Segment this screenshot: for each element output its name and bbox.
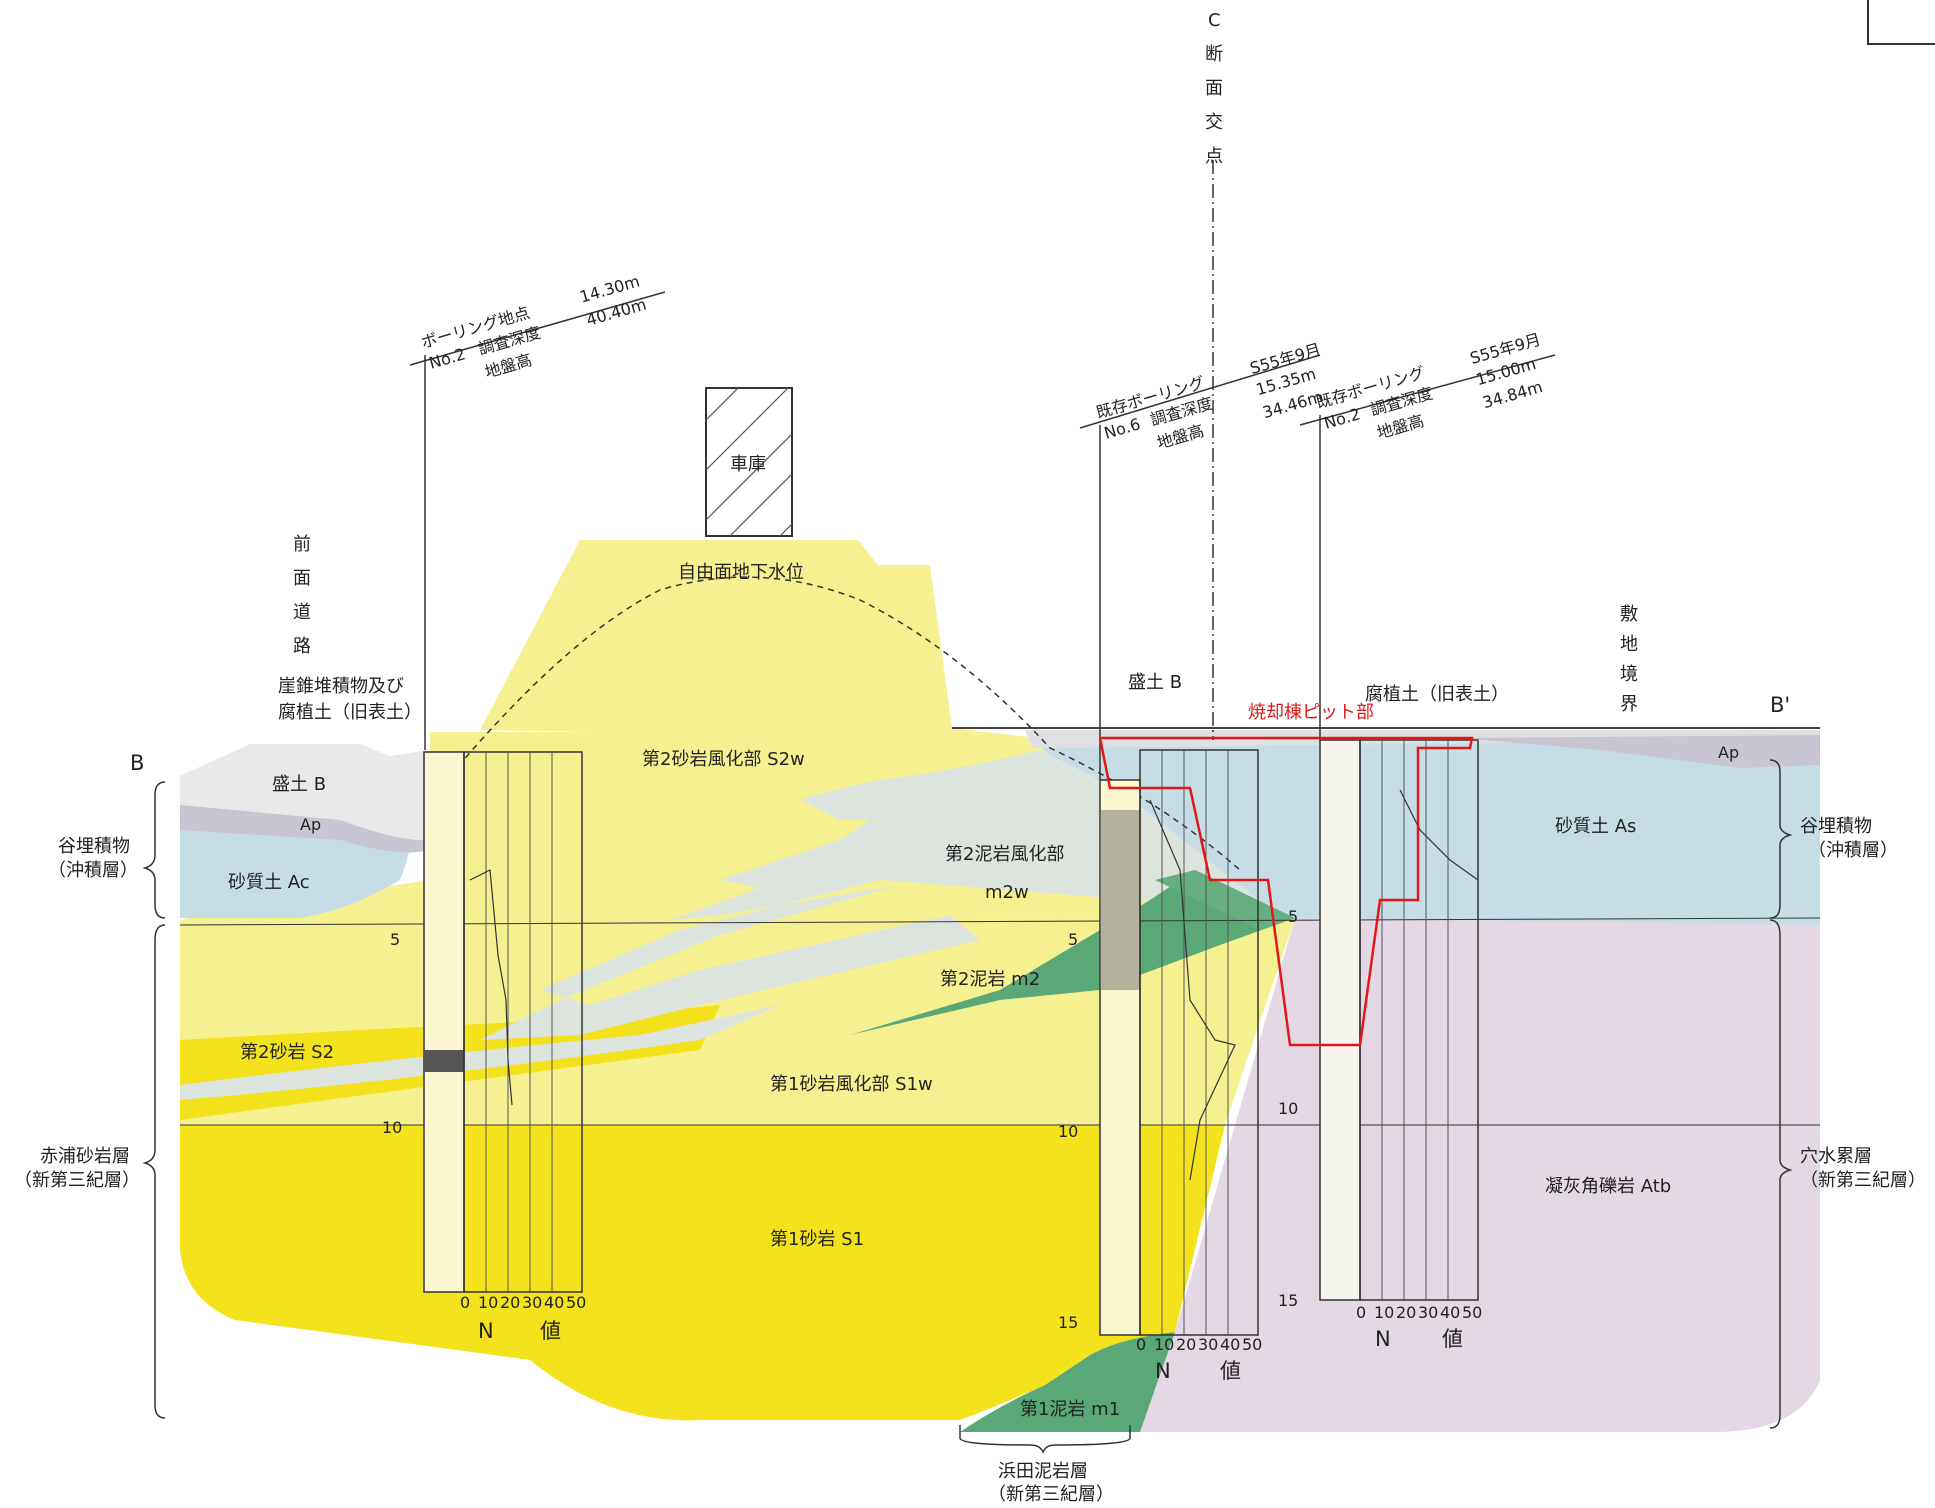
n-tick-1-0: 0 [460,1293,470,1312]
m2w-weathered-tongue [480,750,1265,1040]
n-tick-3-1: 10 [1374,1303,1394,1322]
n-tick-2-4: 40 [1220,1335,1240,1354]
n-value-label-3: 値 [1442,1327,1463,1351]
fill-left-label: 盛土 B [272,774,326,795]
site-boundary-0: 敷 [1620,604,1638,625]
left-upper-bracket-1: 谷埋積物 [58,836,130,857]
n-tick-3-0: 0 [1356,1303,1366,1322]
hill-mound [480,540,1055,740]
s2-label: 第2砂岩 S2 [240,1042,334,1063]
depth-tick-3-15: 15 [1278,1291,1298,1310]
garage-label: 車庫 [730,454,766,475]
m2-label: 第2泥岩 m2 [940,969,1040,990]
depth-tick-3-10: 10 [1278,1099,1298,1118]
m2-mudstone-upper [1155,870,1295,930]
s1-label: 第1砂岩 S1 [770,1229,864,1250]
n-tick-1-2: 20 [500,1293,520,1312]
n-label-3: N [1375,1327,1391,1351]
sandy-soil-right-label: 砂質土 As [1555,816,1636,837]
front-road-2: 道 [293,602,311,623]
c-section-char-2: 面 [1205,78,1223,99]
n-tick-2-5: 50 [1242,1335,1262,1354]
incinerator-pit-outline [1098,736,1474,1047]
depth-tick-1-5: 5 [390,930,400,949]
n-tick-1-3: 30 [522,1293,542,1312]
ap-left-label: Ap [300,815,321,834]
grey-lens-lower [180,1005,780,1100]
ap-right-band [1460,735,1820,768]
boring-1-column [423,751,465,1293]
s2w-label: 第2砂岩風化部 S2w [642,749,805,770]
n-tick-3-3: 30 [1418,1303,1438,1322]
right-lower-bracket-1: 穴水累層 [1800,1146,1872,1167]
marker-b-left: B [130,751,144,775]
right-upper-bracket-2: （沖積層） [1808,840,1898,861]
n-tick-1-1: 10 [478,1293,498,1312]
left-lower-bracket-2: （新第三紀層） [14,1170,140,1191]
n-tick-3-4: 40 [1440,1303,1460,1322]
n-tick-1-4: 40 [544,1293,564,1312]
site-boundary-3: 界 [1620,694,1638,715]
site-boundary-2: 境 [1620,664,1638,685]
garage-box [705,387,793,537]
n-tick-2-1: 10 [1154,1335,1174,1354]
bottom-bracket-2: （新第三紀層） [988,1484,1114,1505]
depth-tick-2-15: 15 [1058,1313,1078,1332]
depth-tick-3-5: 5 [1288,907,1298,926]
n-tick-3-2: 20 [1396,1303,1416,1322]
c-section-char-3: 交 [1205,112,1223,133]
ap-left-band [180,805,428,853]
n-label-2: N [1155,1359,1171,1383]
n-tick-1-5: 50 [566,1293,586,1312]
n-value-label-1: 値 [540,1319,561,1343]
m1-mudstone-layer [960,1332,1175,1432]
fill-top-label: 盛土 B [1128,672,1182,693]
fill-left [180,744,428,841]
c-section-char-0: C [1208,10,1221,31]
depth-tick-2-10: 10 [1058,1122,1078,1141]
front-road-0: 前 [293,534,311,555]
m2w-label-2: m2w [985,882,1029,903]
depth-tick-2-5: 5 [1068,930,1078,949]
tuff-breccia-layer [1140,918,1820,1432]
n-label-1: N [478,1319,494,1343]
n-tick-2-3: 30 [1198,1335,1218,1354]
talus-label-1: 崖錐堆積物及び [278,676,404,697]
m2w-label-1: 第2泥岩風化部 [945,844,1064,865]
bottom-bracket-1: 浜田泥岩層 [998,1461,1088,1482]
incinerator-pit-label: 焼却棟ピット部 [1248,702,1374,723]
groundwater-line [429,576,1241,871]
c-section-char-1: 断 [1205,44,1223,65]
left-lower-bracket-1: 赤浦砂岩層 [40,1146,130,1167]
site-boundary-1: 地 [1620,634,1638,655]
boring-3-column [1319,739,1361,1301]
left-upper-bracket-2: （沖積層） [48,860,138,881]
depth-tick-1-10: 10 [382,1118,402,1137]
n-value-label-2: 値 [1220,1359,1241,1383]
n-tick-3-5: 50 [1462,1303,1482,1322]
tuff-breccia-label: 凝灰角礫岩 Atb [1545,1176,1671,1197]
n-tick-2-0: 0 [1136,1335,1146,1354]
humus-right-label: 腐植土（旧表土） [1365,684,1509,705]
n-tick-2-2: 20 [1176,1335,1196,1354]
sandy-soil-left-label: 砂質土 Ac [228,872,310,893]
s1w-label: 第1砂岩風化部 S1w [770,1074,933,1095]
front-road-3: 路 [293,636,311,657]
talus-label-2: 腐植土（旧表土） [278,702,422,723]
right-lower-bracket-2: （新第三紀層） [1800,1170,1926,1191]
front-road-1: 面 [293,568,311,589]
m1-label: 第1泥岩 m1 [1020,1399,1120,1420]
marker-b-right: B' [1770,693,1790,717]
c-section-char-4: 点 [1205,146,1223,167]
groundwater-label: 自由面地下水位 [678,562,804,583]
right-upper-bracket-1: 谷埋積物 [1800,816,1872,837]
ap-right-label: Ap [1718,743,1739,762]
